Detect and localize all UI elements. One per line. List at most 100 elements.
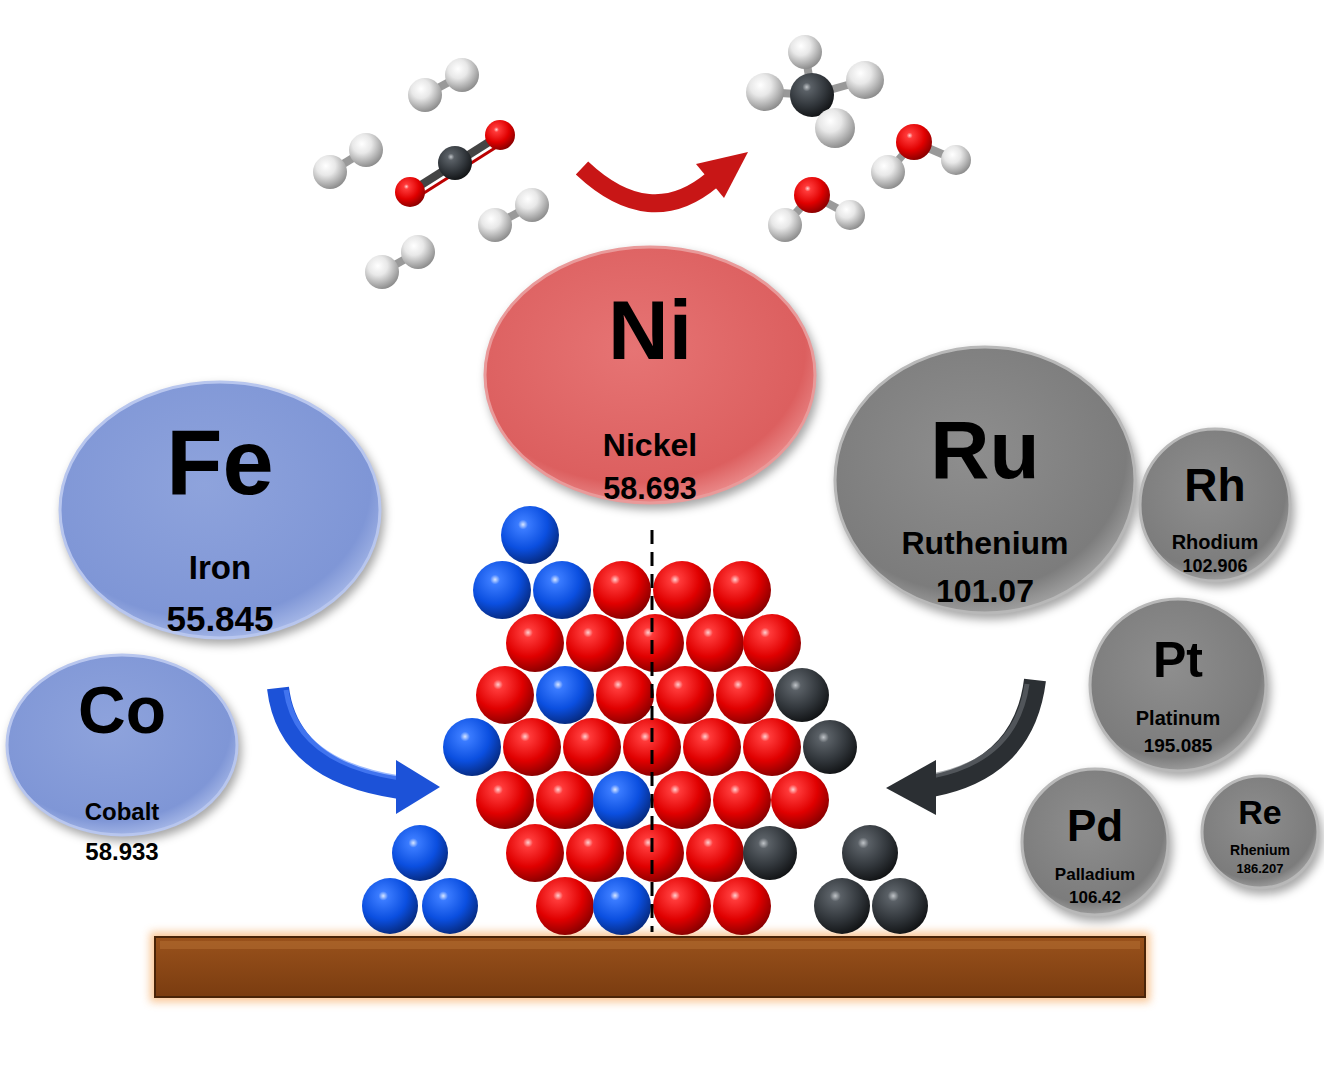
water-molecule-part <box>768 208 802 242</box>
methane-molecule-part <box>788 35 822 69</box>
hydrogen-molecule <box>478 188 549 242</box>
element-circle: RuRuthenium101.07 <box>833 345 1137 615</box>
nanoparticle-part <box>743 614 801 672</box>
nanoparticle-part <box>501 506 559 564</box>
iron-cobalt-cluster <box>362 825 478 934</box>
nanoparticle-part <box>533 561 591 619</box>
atomic-weight: 101.07 <box>936 575 1034 607</box>
water-molecule-part <box>835 200 865 230</box>
hydrogen-molecule-part <box>313 155 347 189</box>
hydrogen-molecule-part <box>515 188 549 222</box>
hydrogen-molecule-part <box>445 58 479 92</box>
nanoparticle-part <box>506 614 564 672</box>
noble-metal-cluster-part <box>814 878 870 934</box>
element-symbol: Pt <box>1153 635 1203 685</box>
water-molecule-part <box>871 155 905 189</box>
nanoparticle-part <box>686 824 744 882</box>
hydrogen-molecule <box>313 133 383 189</box>
water-molecule-part <box>794 177 830 213</box>
hydrogen-molecule <box>408 58 479 112</box>
element-circle: CoCobalt58.933 <box>5 653 239 837</box>
carbon-dioxide-molecule-part <box>395 177 425 207</box>
hydrogen-molecule-part <box>408 78 442 112</box>
water-molecule-part <box>941 145 971 175</box>
reaction-arrow-part <box>582 168 712 203</box>
element-name: Rhenium <box>1230 843 1290 857</box>
element-circle: PdPalladium 106.42 <box>1020 767 1170 917</box>
nanoparticle-part <box>536 771 594 829</box>
atomic-weight: 58.933 <box>85 840 158 864</box>
nanoparticle-part <box>476 771 534 829</box>
element-name: Palladium <box>1055 866 1135 883</box>
promoter-arrow-part <box>286 690 400 778</box>
promoter-arrow-part <box>932 684 1027 776</box>
hydrogen-molecule-part <box>365 255 399 289</box>
atomic-weight: 195.085 <box>1144 736 1213 755</box>
element-circle: NiNickel58.693 <box>483 245 817 505</box>
nanoparticle-part <box>623 718 681 776</box>
nanoparticle-part <box>626 824 684 882</box>
element-name: Cobalt <box>85 800 160 824</box>
element-circle: ReRhenium186.207 <box>1200 774 1320 890</box>
nanoparticle-part <box>743 718 801 776</box>
carbon-dioxide-molecule-part <box>410 135 500 192</box>
element-symbol: Pd <box>1067 804 1123 848</box>
iron-cobalt-cluster-part <box>392 825 448 881</box>
nanoparticle-part <box>503 718 561 776</box>
support-substrate-part <box>155 937 1145 997</box>
water-molecule-part <box>896 124 932 160</box>
element-circle-shape <box>483 245 817 505</box>
methane-molecule-part <box>846 61 884 99</box>
nanoparticle-part <box>626 614 684 672</box>
nanoparticle-part <box>596 666 654 724</box>
element-circle-fill <box>7 655 237 835</box>
carbon-dioxide-molecule <box>395 120 515 207</box>
nanoparticle-part <box>476 666 534 724</box>
element-circle: FeIron55.845 <box>58 380 382 640</box>
element-circle-fill <box>1022 769 1168 915</box>
carbon-dioxide-molecule-part <box>438 146 472 180</box>
nanoparticle-part <box>473 561 531 619</box>
nanoparticle-part <box>506 824 564 882</box>
nanoparticle-part <box>536 666 594 724</box>
element-circle-fill <box>835 347 1135 613</box>
nanoparticle-part <box>775 668 829 722</box>
element-circle-fill <box>1140 429 1290 581</box>
nanoparticle-part <box>566 614 624 672</box>
element-symbol: Rh <box>1184 462 1245 508</box>
element-circle: RhRhodium102.906 <box>1138 427 1292 583</box>
nanoparticle-part <box>653 561 711 619</box>
nanoparticle-part <box>743 826 797 880</box>
water-molecule <box>871 124 971 189</box>
hydrogen-molecule-part <box>349 133 383 167</box>
methane-molecule-part <box>815 108 855 148</box>
noble-metal-cluster-part <box>872 878 928 934</box>
support-substrate-part <box>160 941 1140 949</box>
atomic-weight: 58.693 <box>603 473 697 504</box>
iron-cobalt-cluster-part <box>422 878 478 934</box>
support-substrate <box>150 932 1150 1002</box>
nanoparticle-part <box>771 771 829 829</box>
promoter-arrow <box>278 688 440 814</box>
hydrogen-molecule-part <box>401 235 435 269</box>
element-circle-fill <box>485 247 815 503</box>
carbon-dioxide-molecule-part <box>485 120 515 150</box>
carbon-dioxide-molecule-part <box>416 141 506 198</box>
dashed-divider <box>651 530 654 932</box>
nanoparticle-part <box>686 614 744 672</box>
nanoparticle-part <box>563 718 621 776</box>
reaction-arrow-part <box>696 152 748 198</box>
noble-metal-cluster <box>814 825 928 934</box>
element-name: Rhodium <box>1172 532 1259 552</box>
promoter-arrow <box>886 680 1035 815</box>
atomic-weight: 106.42 <box>1069 889 1121 906</box>
nanoparticle-part <box>566 824 624 882</box>
element-circle-fill <box>1090 599 1266 771</box>
hydrogen-molecule <box>365 235 435 289</box>
element-symbol: Fe <box>166 416 273 508</box>
nanoparticle-part <box>653 877 711 935</box>
hydrogen-molecule-part <box>478 208 512 242</box>
element-name: Ruthenium <box>901 527 1068 559</box>
element-name: Nickel <box>603 429 697 461</box>
